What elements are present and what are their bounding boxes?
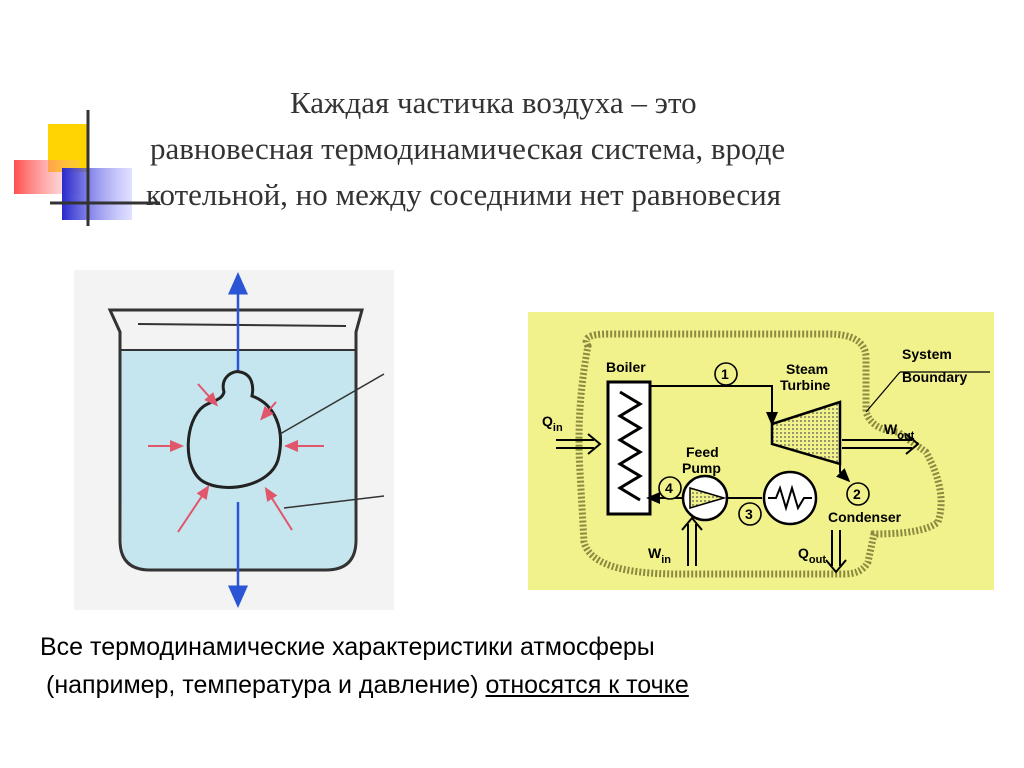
blue-square xyxy=(62,168,132,220)
feed-label: Feed xyxy=(686,444,719,460)
w-out-arrow xyxy=(842,433,920,455)
caption-line-1: Все термодинамические характеристики атм… xyxy=(40,633,655,661)
red-arrow-bottom-left xyxy=(177,485,210,533)
pipe-boiler-turbine xyxy=(650,385,778,426)
state-2-label: 2 xyxy=(853,486,861,502)
w-in-label: Win xyxy=(648,545,671,566)
pointer-line-lower xyxy=(283,495,385,509)
corner-decoration xyxy=(14,110,160,226)
beaker-rim-line xyxy=(137,323,347,327)
pipe-turbine-condenser xyxy=(836,460,851,483)
cycle-background xyxy=(528,312,994,590)
beaker-bubble-diagram xyxy=(74,270,394,610)
boiler-coil xyxy=(617,390,643,502)
red-arrow-top-right xyxy=(260,401,277,421)
q-in-arrow xyxy=(556,433,602,455)
red-arrow-bottom-right xyxy=(264,486,293,531)
q-in-label: Qin xyxy=(542,413,563,434)
title-line-2: равновесная термодинамическая система, в… xyxy=(150,131,786,166)
system-label: System xyxy=(902,346,952,362)
q-out-arrow xyxy=(825,530,847,574)
state-1-label: 1 xyxy=(721,366,729,382)
turbine-label: Turbine xyxy=(780,377,831,393)
bubble xyxy=(186,370,282,489)
state-2-marker xyxy=(846,482,870,506)
bottom-caption: Все термодинамические характеристики атм… xyxy=(40,628,1000,704)
slide-title: Каждая частичка воздуха – это равновесна… xyxy=(120,80,1000,218)
pump-label: Pump xyxy=(682,460,721,476)
w-in-arrow xyxy=(681,516,703,566)
caption-underlined-phrase: относятся к точке xyxy=(485,671,689,699)
red-arrow-top-left xyxy=(197,383,218,407)
state-1-marker xyxy=(714,362,738,386)
q-out-label: Qout xyxy=(798,545,826,566)
beaker-outline xyxy=(107,308,364,572)
boundary-label: Boundary xyxy=(902,369,968,385)
condenser-label: Condenser xyxy=(828,509,902,525)
caption-line-2: (например, температура и давление) относ… xyxy=(40,666,1000,704)
state-4-label: 4 xyxy=(665,480,673,496)
boundary-pointer xyxy=(865,371,901,413)
state-3-label: 3 xyxy=(745,506,753,522)
caption-line-2-prefix: (например, температура и давление) xyxy=(46,671,486,699)
boiler-label: Boiler xyxy=(606,359,646,375)
rankine-cycle-diagram: System Boundary Boiler Qin Steam Turbine… xyxy=(528,312,994,590)
title-line-1: Каждая частичка воздуха – это xyxy=(290,85,697,120)
pointer-line-upper xyxy=(279,373,385,435)
feed-pump-symbol xyxy=(689,486,727,510)
steam-label: Steam xyxy=(786,361,828,377)
system-boundary xyxy=(575,330,945,578)
state-4-marker xyxy=(658,476,682,500)
boiler xyxy=(606,380,652,516)
condenser-coil xyxy=(768,484,812,512)
state-3-marker xyxy=(738,502,762,526)
title-line-3: котельной, но между соседними нет равнов… xyxy=(146,177,781,212)
